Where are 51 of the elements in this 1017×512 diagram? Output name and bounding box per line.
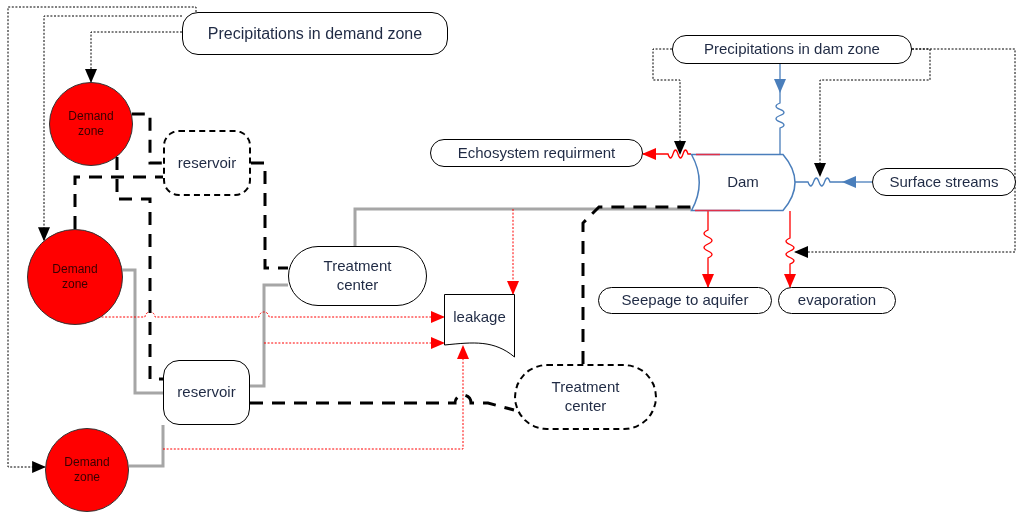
rounded-box <box>430 139 643 167</box>
rounded-box <box>598 287 772 314</box>
node-label: Precipitations in demand zone <box>207 23 423 44</box>
arrow <box>85 31 183 83</box>
rounded-box <box>672 35 912 64</box>
dashed-rounded-box <box>163 130 251 196</box>
arrow <box>794 48 1016 258</box>
node-label: Demand zone <box>63 455 111 485</box>
connector-line <box>115 157 163 381</box>
connector-line <box>775 91 785 155</box>
node-label: evaporation <box>797 291 877 310</box>
arrow <box>814 48 931 177</box>
node-label: Precipitations in dam zone <box>704 40 880 59</box>
arrow <box>784 210 796 288</box>
arrow <box>101 311 445 323</box>
connector-line <box>122 268 163 395</box>
node-label: Dam <box>727 173 759 192</box>
arrow <box>38 15 183 242</box>
node-label: Echosystem requirment <box>457 143 616 163</box>
rounded-box <box>182 12 448 55</box>
arrow <box>263 337 445 349</box>
arrow <box>652 48 686 155</box>
connector-line <box>250 283 288 388</box>
arrow <box>642 148 692 160</box>
connector-line <box>353 207 691 246</box>
arrow <box>507 208 519 295</box>
node-label: Demand zone <box>67 109 115 139</box>
arrow <box>702 210 714 288</box>
rounded-box <box>288 246 427 306</box>
node-label: leakage <box>453 308 506 327</box>
node-label: Treatment center <box>550 378 621 416</box>
arrow <box>842 176 873 188</box>
connector-line <box>581 205 691 364</box>
connector-line <box>250 393 515 412</box>
arrow <box>7 6 197 473</box>
node-label: Demand zone <box>51 262 99 292</box>
connector-line <box>73 175 163 229</box>
node-label: Surface streams <box>889 172 999 192</box>
node-label: reservoir <box>177 153 237 173</box>
arrow <box>162 345 469 450</box>
rounded-box <box>872 168 1016 196</box>
connector-line <box>794 177 844 187</box>
connector-line <box>131 112 163 165</box>
arrow <box>774 63 786 93</box>
node-label: Treatment center <box>322 257 393 295</box>
node-label: reservoir <box>177 383 236 402</box>
rounded-box <box>163 360 250 425</box>
connector-line <box>128 425 165 468</box>
rounded-box <box>778 287 896 314</box>
node-label: Seepage to aquifer <box>621 291 749 310</box>
connector-line <box>251 161 288 270</box>
